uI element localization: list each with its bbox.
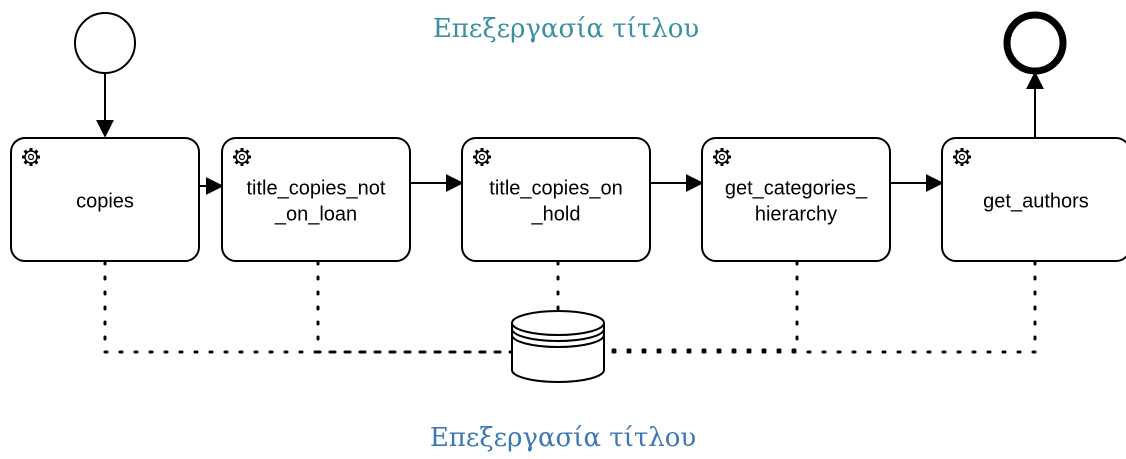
association-copies <box>103 260 514 354</box>
task-label: title_copies_on <box>489 178 622 200</box>
start-event[interactable] <box>74 12 136 74</box>
task-label: hierarchy <box>755 204 837 226</box>
task-1[interactable]: title_copies_not _on_loan <box>221 137 411 262</box>
gear-icon <box>473 148 491 166</box>
diagram-caption: Επεξεργασία τίτλου <box>430 423 696 453</box>
task-label: _hold <box>531 204 581 226</box>
task-label: get_authors <box>983 191 1089 213</box>
task-label: get_categories_ <box>725 178 868 200</box>
gear-icon <box>233 148 251 166</box>
data-store[interactable] <box>511 310 605 383</box>
task-3[interactable]: get_categories_ hierarchy <box>701 137 891 262</box>
task-box[interactable] <box>10 137 200 262</box>
tasks: copiestitle_copies_not_on_loantitle_copi… <box>10 137 1126 262</box>
task-box[interactable] <box>941 137 1126 262</box>
association-get-categories-hierarchy <box>604 260 799 352</box>
task-2[interactable]: title_copies_on _hold <box>461 137 651 262</box>
task-label: title_copies_not <box>247 178 386 200</box>
gear-icon <box>22 148 40 166</box>
task-box[interactable] <box>461 137 651 262</box>
task-box[interactable] <box>701 137 891 262</box>
task-box[interactable] <box>221 137 411 262</box>
association-get-authors <box>604 260 1037 354</box>
gear-icon <box>953 148 971 166</box>
task-0[interactable]: copies <box>10 137 200 262</box>
diagram-title: Επεξεργασία τίτλου <box>433 14 699 44</box>
gear-icon <box>713 148 731 166</box>
association-title-copies-not-on-loan <box>316 260 514 354</box>
task-4[interactable]: get_authors <box>941 137 1126 262</box>
end-event[interactable] <box>1003 11 1067 75</box>
task-label: _on_loan <box>274 204 357 226</box>
task-label: copies <box>76 191 134 213</box>
